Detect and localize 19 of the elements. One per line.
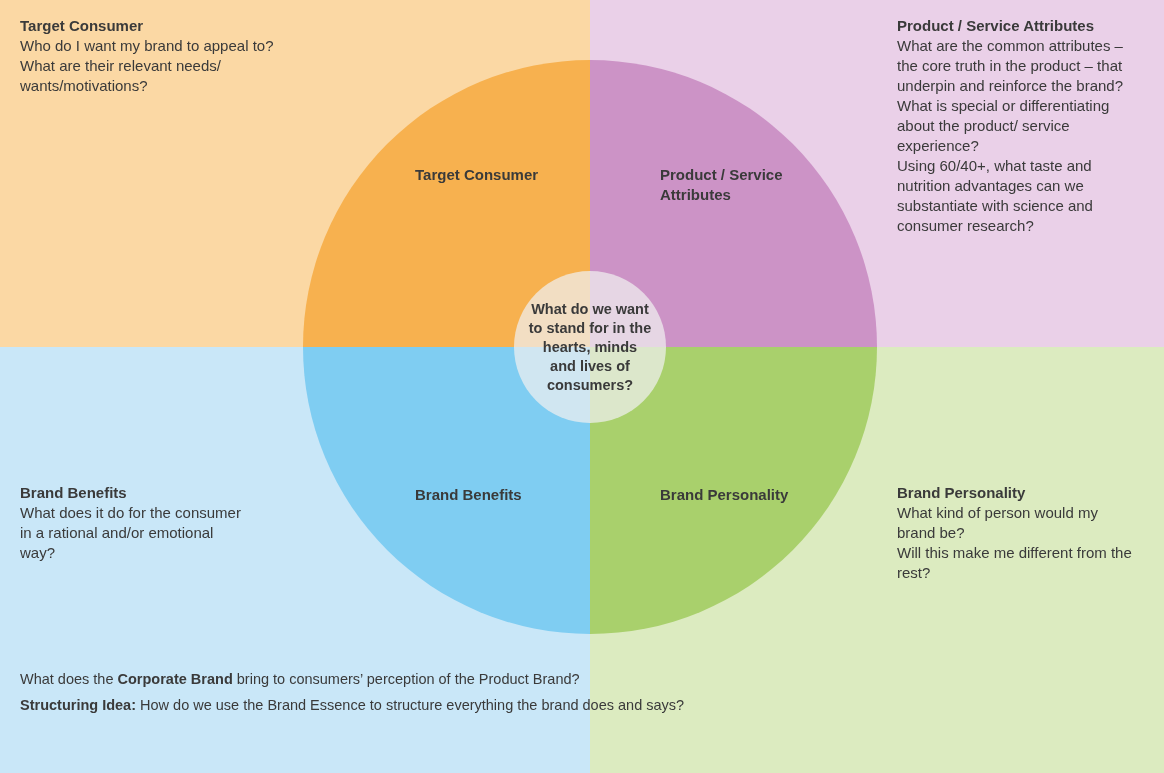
footnote-text: What does the Corporate Brand bring to consumers’ perception of the Product Brand?	[20, 670, 580, 689]
panel-text: Will this make me different from the rest?	[897, 543, 1133, 583]
panel-text: What are the common attributes – the core truth in the product – that underpin and reinforce the brand?	[897, 36, 1124, 96]
quadrant-label: Target Consumer	[415, 165, 540, 185]
panel-text: What kind of person would my brand be?	[897, 503, 1099, 543]
panel-heading: Product / Service Attributes	[897, 16, 1094, 36]
quadrant-label: Brand Benefits	[415, 485, 523, 505]
quadrant-label: Product / Service Attributes	[660, 165, 784, 205]
panel-text: Who do I want my brand to appeal to?	[20, 36, 274, 56]
center-question: What do we want to stand for in the hearts, minds and lives of consumers?	[528, 299, 652, 395]
panel-heading: Brand Personality	[897, 483, 1026, 503]
panel-text: What does it do for the consumer in a rational and/or emotional way?	[20, 503, 242, 563]
panel-text: Using 60/40+, what taste and nutrition advantages can we substantiate with science and consumer research?	[897, 156, 1094, 236]
panel-heading: Target Consumer	[20, 16, 144, 36]
panel-text: What are their relevant needs/ wants/motivations?	[20, 56, 222, 96]
panel-heading: Brand Benefits	[20, 483, 127, 503]
quadrant-label: Brand Personality	[660, 485, 790, 505]
panel-text: What is special or differentiating about the product/ service experience?	[897, 96, 1111, 156]
footnote-text: Structuring Idea: How do we use the Brand Essence to structure everything the brand does and says?	[20, 696, 685, 715]
